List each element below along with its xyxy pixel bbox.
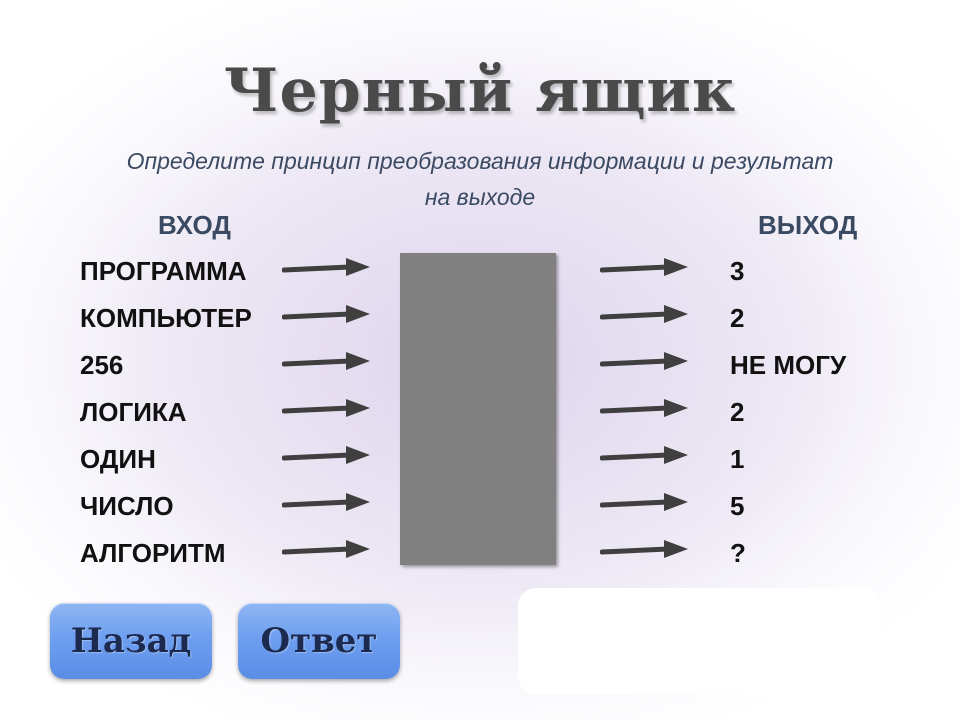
arrow-right-icon <box>281 350 374 380</box>
arrow-right-icon <box>281 303 374 333</box>
output-value: НЕ МОГУ <box>730 350 847 380</box>
answer-panel <box>518 588 880 694</box>
task-instruction: Определите принцип преобразования информ… <box>126 148 834 210</box>
output-value: ? <box>730 538 746 568</box>
black-box <box>400 253 556 565</box>
page-title: Черный ящик <box>223 56 737 126</box>
output-value: 5 <box>730 491 745 521</box>
arrow-right-icon <box>599 444 692 474</box>
input-value: ЧИСЛО <box>80 491 174 521</box>
output-value: 2 <box>730 397 745 427</box>
arrow-right-icon <box>599 256 692 286</box>
arrow-right-icon <box>281 491 374 521</box>
input-column-header: ВХОД <box>158 210 231 240</box>
arrow-right-icon <box>599 350 692 380</box>
output-value: 2 <box>730 303 745 333</box>
input-value: ПРОГРАММА <box>80 256 247 286</box>
input-value: АЛГОРИТМ <box>80 538 226 568</box>
output-column-header: ВЫХОД <box>758 210 858 240</box>
arrow-right-icon <box>281 444 374 474</box>
input-value: ОДИН <box>80 444 156 474</box>
arrow-right-icon <box>281 256 374 286</box>
output-value: 3 <box>730 256 745 286</box>
back-button[interactable]: Назад <box>50 603 212 679</box>
output-value: 1 <box>730 444 745 474</box>
arrow-right-icon <box>599 491 692 521</box>
input-value: 256 <box>80 350 124 380</box>
arrow-right-icon <box>599 397 692 427</box>
input-value: КОМПЬЮТЕР <box>80 303 252 333</box>
answer-button[interactable]: Ответ <box>238 603 400 679</box>
arrow-right-icon <box>599 538 692 568</box>
arrow-right-icon <box>281 538 374 568</box>
input-value: ЛОГИКА <box>80 397 187 427</box>
arrow-right-icon <box>599 303 692 333</box>
arrow-right-icon <box>281 397 374 427</box>
